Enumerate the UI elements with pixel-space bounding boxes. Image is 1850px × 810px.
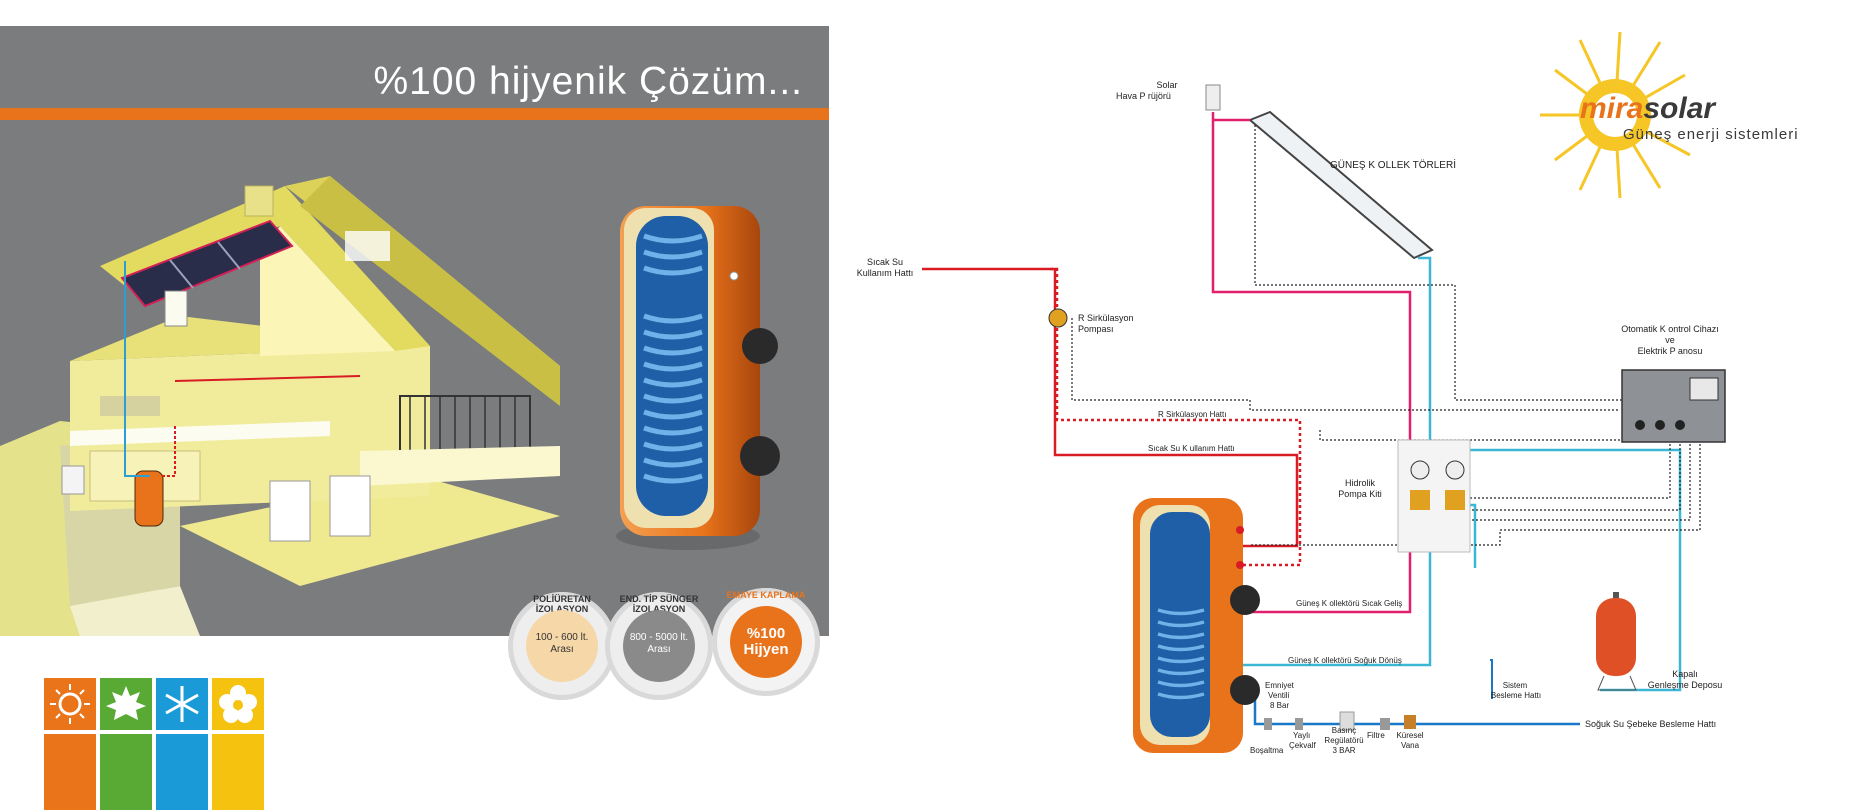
label-controller-c: Elektrik P anosu: [1637, 346, 1703, 356]
label-controller-b: ve: [1665, 335, 1675, 345]
label-collector-hot: Güneş K ollektörü Sıcak Geliş: [1296, 599, 1403, 608]
recirculation-pipe: [1050, 267, 1302, 567]
label-drain: Boşaltma: [1250, 746, 1284, 755]
safety-valve: [1264, 718, 1272, 730]
label-safety-b: Ventili: [1268, 691, 1290, 700]
label-feed-a: Sistem: [1502, 681, 1528, 690]
label-hot-use-line: Sıcak Su K ullanım Hattı: [1148, 444, 1235, 453]
label-ball-a: Küresel: [1396, 731, 1424, 740]
ball-valve: [1404, 715, 1416, 729]
leaf-icon: [100, 678, 152, 730]
label-feed-b: Besleme Hattı: [1490, 691, 1542, 700]
enamel-coating-badge: EMAYE KAPLAMA %100 Hijyen: [712, 588, 820, 696]
label-recirc-line: R Sirkülasyon Hattı: [1158, 410, 1227, 419]
brand-tagline: Güneş enerji sistemleri: [1623, 126, 1799, 143]
orange-stripe: [0, 108, 829, 120]
label-recirc-pump-a: R Sirkülasyon: [1078, 313, 1134, 323]
solar-system-schematic: [922, 84, 1726, 753]
label-safety-a: Emniyet: [1265, 681, 1294, 690]
label-recirc-pump-b: Pompası: [1078, 324, 1114, 334]
insulation-badge-polyurethane: POLİÜRETAN İZOLASYON 100 - 600 lt. Arası: [508, 592, 616, 700]
label-safety-c: 8 Bar: [1270, 701, 1290, 710]
label-reg-c: 3 BAR: [1332, 746, 1356, 755]
label-check-b: Çekvalf: [1289, 741, 1316, 750]
label-solar: Solar: [1156, 80, 1178, 90]
label-hot-use-a: Sıcak Su: [866, 257, 904, 267]
brand-name: mirasolar: [1580, 92, 1716, 125]
collector-hot-pipe: [1211, 112, 1412, 450]
label-mains: Soğuk Su Şebeke Besleme Hattı: [1585, 719, 1717, 729]
label-hot-use-b: Kullanım Hattı: [856, 268, 914, 278]
pressure-regulator: [1339, 711, 1355, 731]
label-pump-kit-a: Hidrolik: [1344, 478, 1375, 488]
boiler-tank-illustration: [616, 206, 780, 550]
recirculation-pump: [1048, 308, 1068, 328]
label-check-a: Yaylı: [1293, 731, 1311, 740]
hot-water-use-pipe: [922, 267, 1299, 548]
expansion-vessel: [1596, 592, 1637, 691]
mirasolar-sun-logo: [1540, 31, 1691, 199]
season-winter: [156, 678, 208, 810]
air-vent-valve: [1205, 84, 1221, 111]
snowflake-icon: [156, 678, 208, 730]
hero-panel: %100 hijyenik Çözüm...: [0, 26, 829, 636]
control-wiring: [1071, 125, 1701, 546]
label-reg-a: Basınç: [1331, 726, 1357, 735]
label-expansion-a: Kapalı: [1672, 669, 1698, 679]
filter: [1380, 718, 1390, 730]
label-pump-kit-b: Pompa Kiti: [1338, 489, 1382, 499]
label-expansion-b: Genleşme Deposu: [1647, 680, 1723, 690]
label-reg-b: Regülatörü: [1324, 736, 1364, 745]
label-filter: Filtre: [1367, 731, 1385, 740]
season-summer: [44, 678, 96, 810]
label-controller-a: Otomatik K ontrol Cihazı: [1621, 324, 1719, 334]
label-collectors: GÜNEŞ K OLLEK TÖRLERİ: [1330, 160, 1456, 171]
boiler-tank: [1133, 498, 1260, 753]
insulation-badge-sponge: END. TİP SÜNGER İZOLASYON 800 - 5000 lt.…: [605, 592, 713, 700]
hero-title: %100 hijyenik Çözüm...: [373, 60, 803, 103]
season-spring: [212, 678, 264, 810]
season-autumn: [100, 678, 152, 810]
house-cutaway-illustration: [0, 176, 600, 636]
label-ball-b: Vana: [1400, 741, 1420, 750]
sun-icon: [44, 678, 96, 730]
label-collector-cold: Güneş K ollektörü Soğuk Dönüş: [1288, 656, 1402, 665]
solar-collector: [1248, 110, 1434, 260]
flower-icon: [212, 678, 264, 730]
check-valve: [1295, 718, 1303, 730]
label-air-vent: Hava P rüjörü: [1116, 91, 1171, 101]
